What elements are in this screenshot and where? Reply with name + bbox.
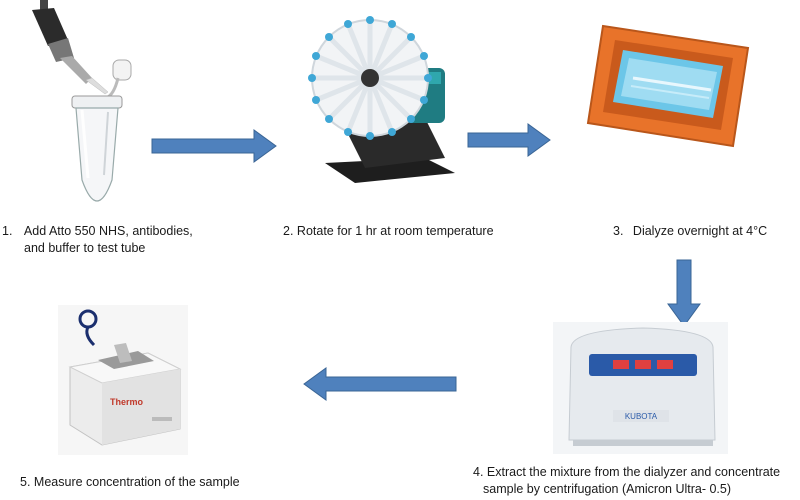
step-1-text-line1: Add Atto 550 NHS, antibodies, <box>23 224 193 238</box>
pipette-and-tube-icon <box>32 0 132 202</box>
pipette-icon <box>32 0 109 95</box>
step-3-text: Dialyze overnight at 4°C <box>632 224 768 238</box>
step-1-text-line2: and buffer to test tube <box>24 241 146 255</box>
arrow-right-2 <box>467 123 551 157</box>
step-4-text-line2: sample by centrifugation (Amicron Ultra-… <box>483 482 732 496</box>
test-tube-icon <box>71 59 132 202</box>
rotator-icon <box>308 16 455 183</box>
centrifuge-brand: KUBOTA <box>625 412 658 421</box>
arrow-right-1 <box>151 129 277 163</box>
step-1-number: 1. <box>2 224 13 238</box>
step-2-text: Rotate for 1 hr at room temperature <box>296 224 494 238</box>
step-3-number: 3. <box>613 224 624 238</box>
spectrophotometer-brand: Thermo <box>110 397 144 407</box>
step-5-number: 5. <box>20 475 31 489</box>
step-1-caption: 1. Add Atto 550 NHS, antibodies, and buf… <box>2 223 193 257</box>
step-4-text-line1: Extract the mixture from the dialyzer an… <box>486 465 781 479</box>
arrow-down <box>667 259 701 327</box>
arrow-left <box>303 367 457 401</box>
dialysis-cassette-icon <box>586 24 750 148</box>
spectrophotometer-icon: Thermo <box>58 305 188 455</box>
step-4-caption: 4. Extract the mixture from the dialyzer… <box>473 464 780 498</box>
step-2-caption: 2. Rotate for 1 hr at room temperature <box>283 223 494 240</box>
step-2-number: 2. <box>283 224 294 238</box>
step-5-text: Measure concentration of the sample <box>33 475 240 489</box>
step-4-number: 4. <box>473 465 484 479</box>
centrifuge-icon: KUBOTA <box>553 322 728 454</box>
step-5-caption: 5. Measure concentration of the sample <box>20 474 240 491</box>
step-3-caption: 3. Dialyze overnight at 4°C <box>613 223 767 240</box>
